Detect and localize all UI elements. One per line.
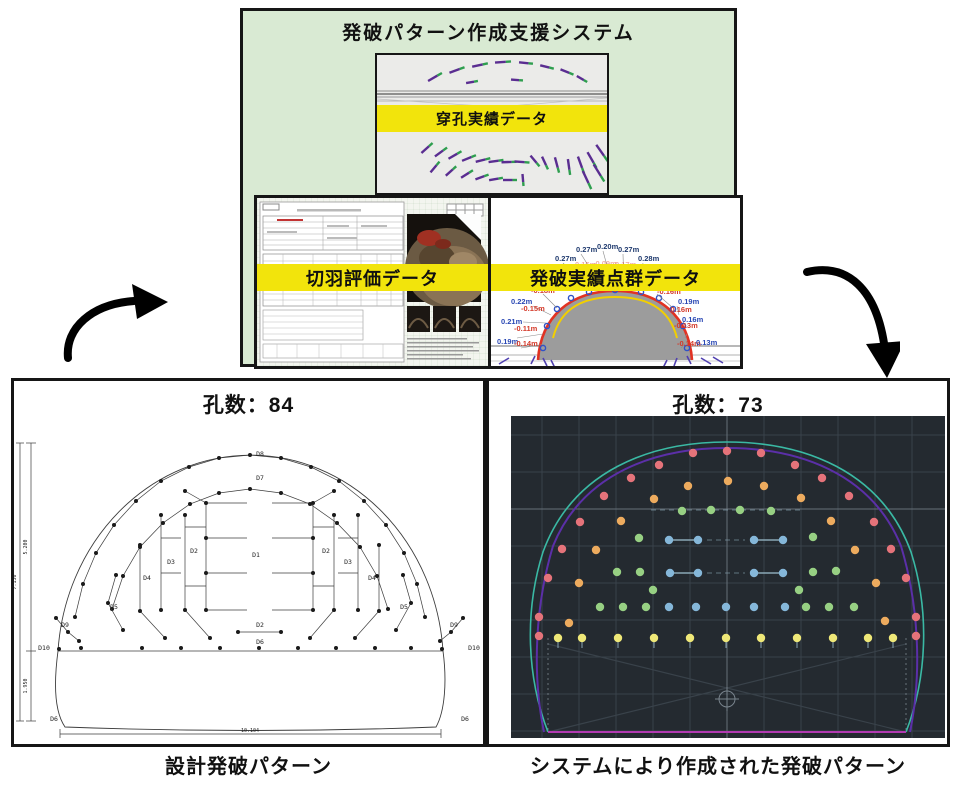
svg-text:D9: D9	[61, 621, 69, 629]
svg-text:10.104: 10.104	[241, 728, 259, 734]
svg-text:7.150: 7.150	[14, 574, 18, 589]
svg-text:0.27m: 0.27m	[555, 254, 577, 263]
svg-text:0.28m: 0.28m	[638, 254, 660, 263]
svg-text:D4: D4	[143, 574, 151, 582]
svg-text:0.13m: 0.13m	[696, 338, 718, 347]
svg-text:D3: D3	[344, 558, 352, 566]
system-pattern-caption: システムにより作成された発破パターン	[530, 756, 906, 778]
svg-text:D6: D6	[50, 715, 58, 723]
svg-text:D3: D3	[167, 558, 175, 566]
arrow-right	[803, 266, 900, 378]
design-hole-count: 孔数：84	[202, 394, 295, 417]
svg-text:0.21m: 0.21m	[501, 317, 523, 326]
pointcloud-highlight: 発破実績点群データ	[491, 264, 740, 291]
svg-text:D2: D2	[322, 547, 330, 555]
svg-text:D4: D4	[368, 574, 376, 582]
svg-text:0.16m: 0.16m	[682, 315, 704, 324]
pointcloud-data-image: 0.27m0.27m0.20m0.27m0.28m0.27m0.15m-0.09…	[488, 195, 743, 369]
svg-text:D1: D1	[252, 551, 260, 559]
svg-text:D5: D5	[400, 603, 408, 611]
svg-text:D5: D5	[110, 603, 118, 611]
drilling-data-label: 穿孔実績データ	[435, 111, 548, 128]
system-title: 発破パターン作成支援システム	[342, 23, 635, 44]
drilling-data-image: 穿孔実績データ	[375, 53, 609, 195]
svg-text:D8: D8	[256, 450, 264, 458]
svg-text:-0.15m: -0.15m	[521, 304, 545, 313]
svg-text:0.22m: 0.22m	[511, 297, 533, 306]
system-pattern-panel: 孔数：73	[486, 378, 950, 747]
svg-text:5.200: 5.200	[23, 539, 29, 554]
svg-text:0.27m: 0.27m	[618, 245, 640, 254]
svg-text:D9: D9	[450, 621, 458, 629]
face-evaluation-highlight: 切羽評価データ	[257, 264, 488, 291]
face-evaluation-label: 切羽評価データ	[306, 268, 439, 289]
svg-text:D2: D2	[256, 621, 264, 629]
system-hole-count: 孔数：73	[672, 394, 764, 417]
arrow-left	[63, 284, 168, 362]
svg-text:D10: D10	[468, 644, 480, 652]
svg-text:-0.09m: -0.09m	[593, 259, 617, 268]
svg-text:-0.14m: -0.14m	[514, 339, 538, 348]
cad-viewport	[511, 416, 945, 738]
face-evaluation-image: 切羽評価データ	[254, 195, 491, 369]
svg-text:D2: D2	[190, 547, 198, 555]
svg-text:D10: D10	[38, 644, 50, 652]
svg-text:0.19m: 0.19m	[678, 297, 700, 306]
svg-text:-0.13m: -0.13m	[674, 321, 698, 330]
svg-text:-0.11m: -0.11m	[514, 324, 538, 333]
svg-text:0.19m: 0.19m	[497, 337, 519, 346]
svg-text:-0.16m: -0.16m	[668, 305, 692, 314]
pointcloud-label: 発破実績点群データ	[530, 268, 701, 289]
svg-text:D7: D7	[256, 474, 264, 482]
svg-text:0.20m: 0.20m	[597, 242, 619, 251]
svg-text:-0.16m: -0.16m	[657, 287, 681, 296]
design-pattern-caption: 設計発破パターン	[165, 756, 332, 778]
svg-text:-0.14m: -0.14m	[677, 339, 701, 348]
drilling-data-highlight: 穿孔実績データ	[377, 105, 607, 132]
svg-text:0.27m: 0.27m	[576, 245, 598, 254]
system-pattern-drawing	[511, 416, 945, 738]
svg-text:D6: D6	[256, 638, 264, 646]
svg-text:1.950: 1.950	[23, 678, 29, 693]
svg-text:D6: D6	[461, 715, 469, 723]
